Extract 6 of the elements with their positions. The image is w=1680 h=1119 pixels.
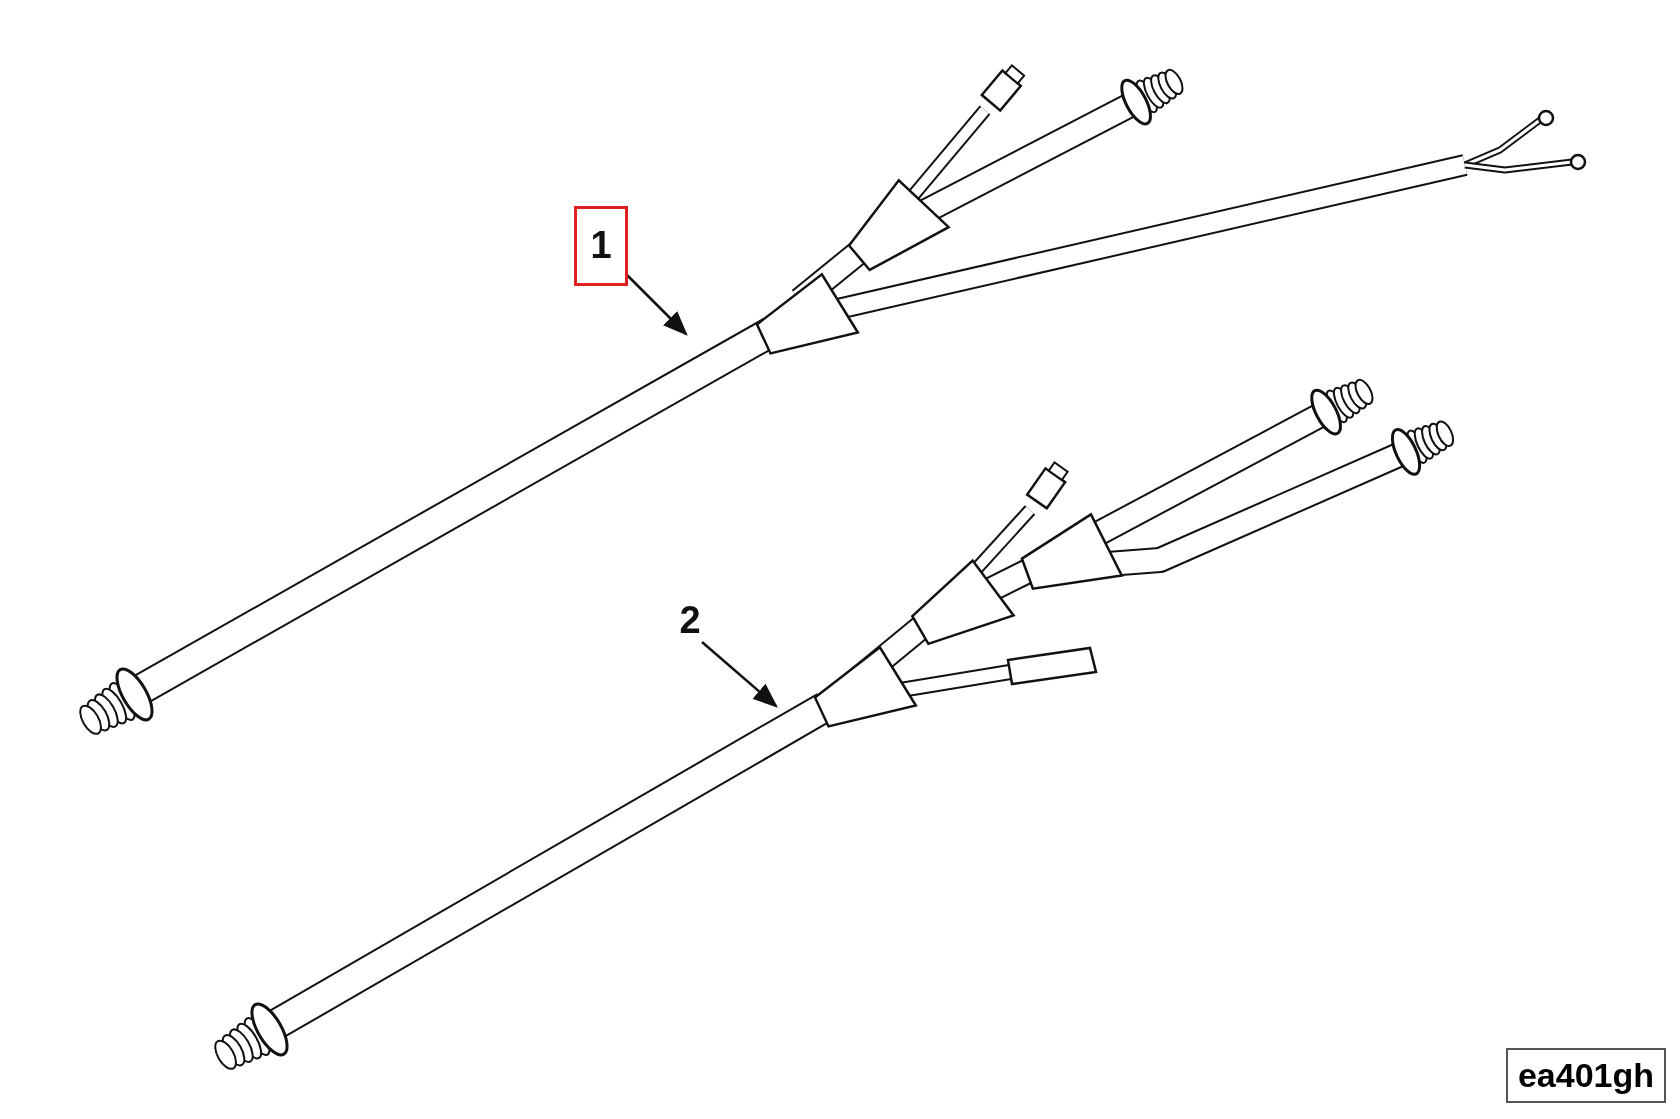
wire-harness-drawing [79,64,1587,735]
wire-harness-drawing [214,378,1455,1070]
leader-arrow [626,274,688,336]
drawing-number: ea401gh [1505,1048,1666,1103]
leader-arrow [701,641,778,708]
callout-number: 2 [668,600,712,640]
